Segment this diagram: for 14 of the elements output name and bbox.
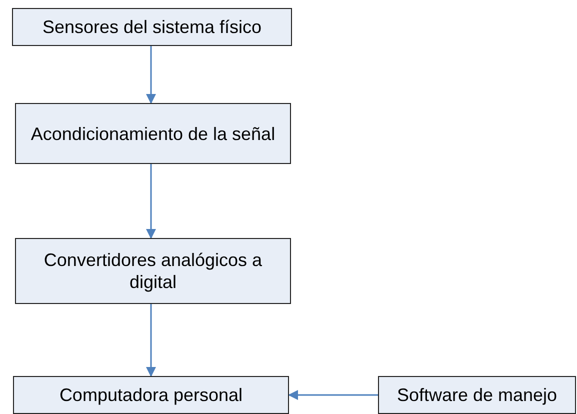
process-box <box>15 238 291 304</box>
process-box <box>15 103 291 164</box>
arrow <box>288 390 378 400</box>
box-label: Convertidores analógicos a digital <box>42 249 264 293</box>
box-label: Acondicionamiento de la señal <box>30 122 276 144</box>
process-box <box>13 376 289 414</box>
box-label: Software de manejo <box>396 384 558 406</box>
box-label: Sensores del sistema físico <box>42 16 262 38</box>
process-box <box>12 8 292 46</box>
box-label: Computadora personal <box>59 384 243 406</box>
arrow <box>146 46 156 104</box>
arrow <box>146 304 156 377</box>
process-box <box>378 376 576 414</box>
arrow <box>146 164 156 239</box>
